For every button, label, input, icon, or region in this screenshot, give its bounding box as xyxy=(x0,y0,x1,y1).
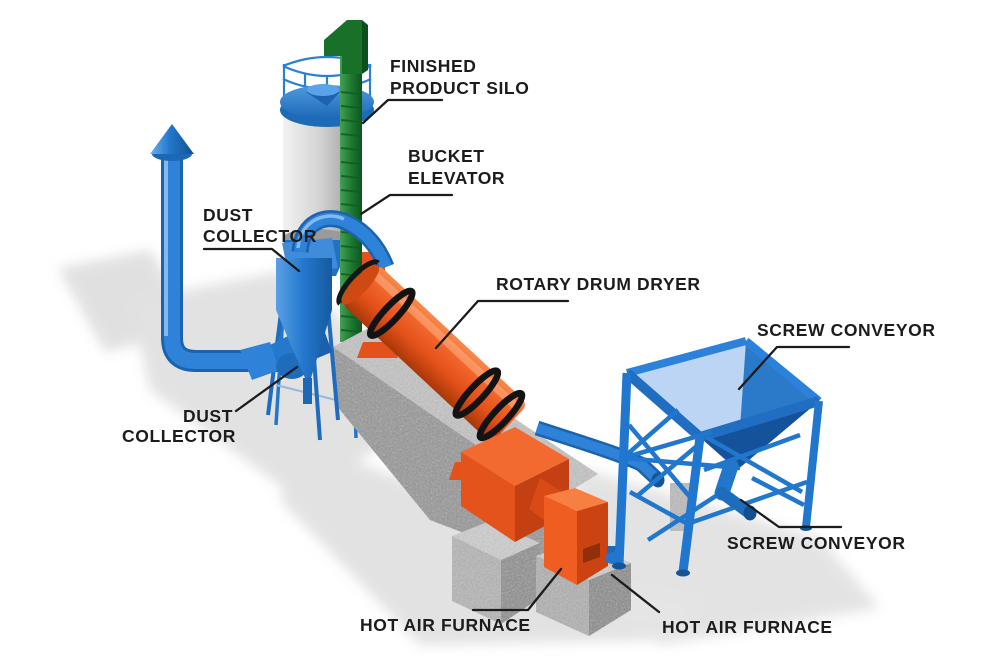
label-text: FINISHED xyxy=(390,56,476,76)
label-hot-air-furnace-left: HOT AIR FURNACE xyxy=(360,567,563,635)
label-dust-collector-lower: DUST COLLECTOR xyxy=(122,365,299,446)
screw-conveyor-hopper-graphic xyxy=(612,337,823,577)
label-text: SCREW CONVEYOR xyxy=(727,533,906,553)
dust-collector-graphic xyxy=(240,210,394,441)
cyclone-body xyxy=(276,258,332,310)
hot-air-furnace-graphic xyxy=(544,488,621,585)
drum-tyre-ring xyxy=(476,389,526,442)
label-text: ROTARY DRUM DRYER xyxy=(496,274,701,294)
stack-cone-cap xyxy=(150,124,194,154)
bucket-elevator-graphic xyxy=(324,20,368,342)
label-dust-collector-upper: DUST COLLECTOR xyxy=(202,205,317,273)
label-text: HOT AIR FURNACE xyxy=(662,617,833,637)
label-screw-conveyor-upper: SCREW CONVEYOR xyxy=(737,320,936,391)
label-text: ELEVATOR xyxy=(408,168,505,188)
label-hot-air-furnace-right: HOT AIR FURNACE xyxy=(610,573,833,637)
drum-tyre-ring xyxy=(366,287,416,339)
label-text: DUST xyxy=(183,406,233,426)
hopper-braces xyxy=(621,408,808,542)
label-text: BUCKET xyxy=(408,146,485,166)
label-finished-product-silo: FINISHED PRODUCT SILO xyxy=(361,56,529,125)
label-text: COLLECTOR xyxy=(203,226,317,246)
label-text: COLLECTOR xyxy=(122,426,236,446)
furnace-vent xyxy=(583,543,600,563)
label-bucket-elevator: BUCKET ELEVATOR xyxy=(359,146,505,216)
exhaust-stack-graphic xyxy=(150,124,286,372)
label-text: DUST xyxy=(203,205,253,225)
label-text: SCREW CONVEYOR xyxy=(757,320,936,340)
rotary-drum-graphic xyxy=(336,259,526,442)
label-screw-conveyor-lower: SCREW CONVEYOR xyxy=(727,498,906,553)
elevator-head xyxy=(324,20,362,74)
drum-discharge-housing xyxy=(461,427,573,542)
label-rotary-drum-dryer: ROTARY DRUM DRYER xyxy=(434,274,701,350)
label-text: HOT AIR FURNACE xyxy=(360,615,531,635)
label-text: PRODUCT SILO xyxy=(390,78,529,98)
cyclone-cone xyxy=(276,310,332,378)
callout-labels: FINISHED PRODUCT SILO BUCKET ELEVATOR DU… xyxy=(122,56,936,637)
drum-tyre-ring xyxy=(452,367,502,419)
